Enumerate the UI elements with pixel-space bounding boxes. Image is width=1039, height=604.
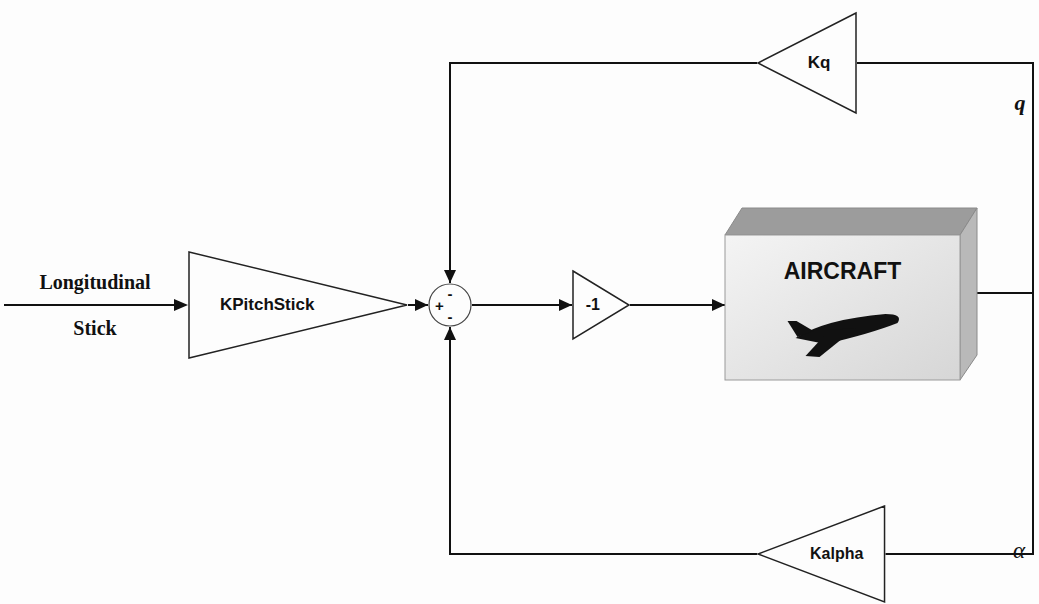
sign-symbol: - [448,285,453,302]
signal-name: α [1008,538,1030,564]
gain-block: Kalpha [757,505,886,603]
gain-triangle [189,252,407,358]
signal-connector [630,304,725,306]
input-signal-line [4,304,176,306]
gain-block: -1 [572,270,630,340]
aircraft-icon [788,314,900,357]
gain-name: Kq [808,53,831,73]
gain-triangle [758,506,885,602]
signal-connector [450,63,757,283]
gain-name: -1 [586,296,600,314]
summing-junction: -+- [428,283,472,327]
gain-name: KPitchStick [220,295,314,315]
gain-name: Kalpha [810,545,863,563]
triangle-outline [572,270,630,340]
gain-block: KPitchStick [188,251,408,359]
signal-name: q [1010,90,1030,116]
signal-connector [472,304,572,306]
box-top-face [725,208,977,235]
gain-triangle [758,13,856,113]
sign-symbol: + [435,297,444,314]
box-side-face [960,208,977,380]
input-label: Longitudinal Stick [20,259,170,351]
box-front-face [725,235,960,380]
box-outline [725,208,977,380]
input-arrowhead [174,299,188,311]
signal-connector [450,327,757,554]
aircraft-block: AIRCRAFT [725,208,977,380]
signal-connector [408,304,428,306]
gain-triangle [573,271,629,339]
sign-symbol: - [448,308,453,325]
triangle-outline [757,12,857,114]
gain-block: Kq [757,12,857,114]
junction-circle [429,284,471,326]
block-title: AIRCRAFT [784,258,902,285]
